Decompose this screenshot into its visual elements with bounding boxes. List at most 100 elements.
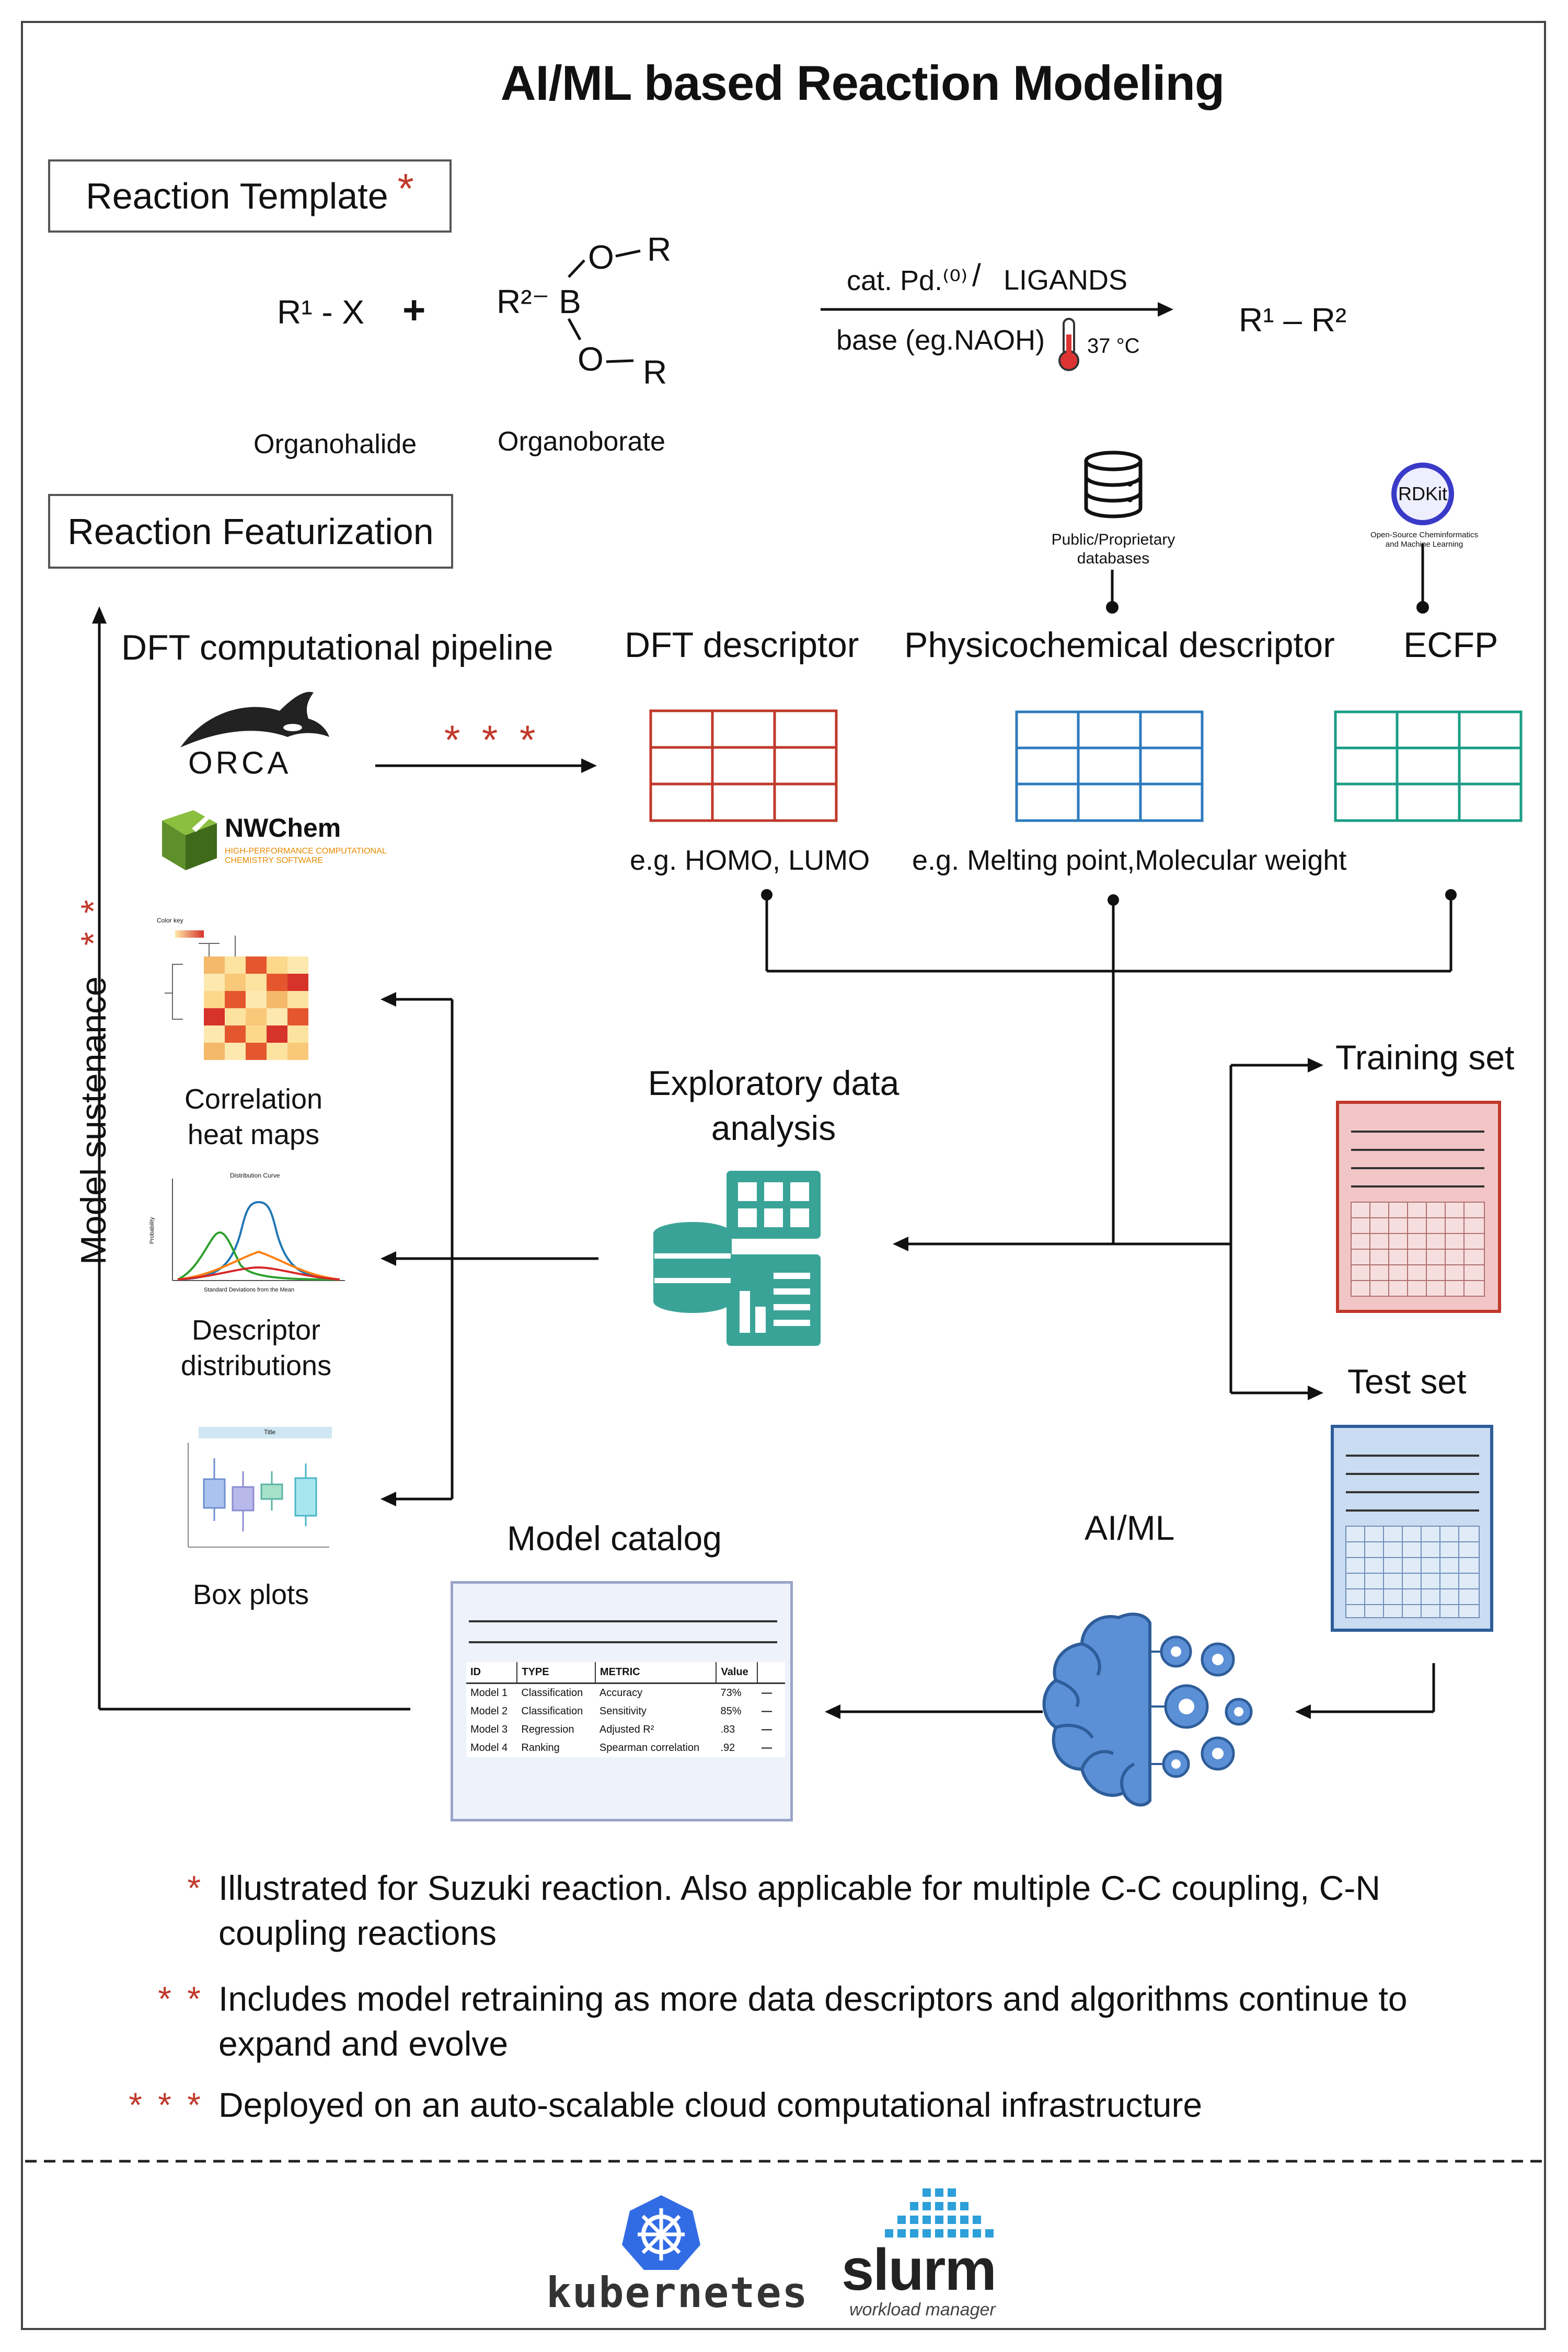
catalog-header-metric: METRIC xyxy=(595,1662,717,1684)
physchem-descriptor-grid xyxy=(1015,710,1204,822)
organohalide-label: Organohalide xyxy=(253,429,417,459)
note-2: * * Includes model retraining as more da… xyxy=(120,1977,1479,2067)
heatmap-key-label: Color key xyxy=(157,917,183,924)
model-catalog-table: ID TYPE METRIC Value Model 1 Classificat… xyxy=(466,1662,785,1757)
catalog-cell: .92 xyxy=(720,1742,735,1754)
reaction-template-text: Reaction Template xyxy=(86,176,388,216)
reaction-template-label: Reaction Template * xyxy=(48,159,452,233)
catalog-header-value: Value xyxy=(716,1662,758,1684)
boron-o-top: O xyxy=(588,238,614,276)
row-dash-icon: — xyxy=(762,1742,772,1754)
table-row[interactable]: Model 2 Classification Sensitivity 85% — xyxy=(466,1702,785,1721)
plus-sign: + xyxy=(402,288,426,332)
boron-r-bottom: R xyxy=(643,353,667,391)
model-sustenance-label: Model sustenance * * xyxy=(73,895,114,1265)
nwchem-caption-line2: CHEMISTRY SOFTWARE xyxy=(225,856,324,866)
dft-example: e.g. HOMO, LUMO xyxy=(630,845,870,876)
ligands-label: LIGANDS xyxy=(1004,264,1128,296)
heatmap-caption-line1: Correlation xyxy=(184,1083,323,1115)
boron-o-bottom: O xyxy=(578,340,604,378)
organoborate-label: Organoborate xyxy=(498,426,665,457)
boron-r2: R²⁻ B xyxy=(497,283,581,320)
model-sustenance-text: Model sustenance xyxy=(74,976,113,1265)
rdkit-caption: Open-Source Cheminformatics and Machine … xyxy=(1364,531,1484,549)
heatmap-caption: Correlation heat maps xyxy=(141,1082,366,1152)
catalog-cell: Classification xyxy=(521,1705,583,1717)
aiml-label: AI/ML xyxy=(1085,1508,1175,1547)
test-set-document-icon xyxy=(1331,1425,1493,1632)
model-catalog-card: ID TYPE METRIC Value Model 1 Classificat… xyxy=(451,1581,793,1821)
table-row[interactable]: Model 3 Regression Adjusted R² .83 — xyxy=(466,1721,785,1739)
nwchem-caption: HIGH-PERFORMANCE COMPUTATIONAL CHEMISTRY… xyxy=(225,847,387,866)
catalog-header-spacer xyxy=(757,1662,785,1684)
database-icon xyxy=(1084,451,1143,518)
note-1-text: Illustrated for Suzuki reaction. Also ap… xyxy=(218,1869,1380,1952)
orca-label: ORCA xyxy=(188,745,292,780)
table-row[interactable]: Model 1 Classification Accuracy 73% — xyxy=(466,1684,785,1703)
distribution-xlabel: Standard Deviations from the Mean xyxy=(204,1287,295,1293)
boxplot-title: Title xyxy=(264,1428,276,1436)
database-caption-line1: Public/Proprietary xyxy=(1051,531,1175,548)
figure-title: AI/ML based Reaction Modeling xyxy=(500,55,1225,110)
training-set-label: Training set xyxy=(1335,1038,1515,1077)
slurm-dots-icon xyxy=(885,2188,994,2238)
base-label: base (eg.NAOH) xyxy=(836,325,1045,356)
row-dash-icon: — xyxy=(762,1687,772,1699)
nwchem-cube-icon xyxy=(162,810,217,870)
reactant-r1x: R¹ - X xyxy=(277,293,365,331)
kubernetes-wordmark: kubernetes xyxy=(546,2268,809,2317)
ecfp-heading: ECFP xyxy=(1403,625,1498,665)
boxplot-thumbnail xyxy=(188,1427,332,1548)
catalog-cell: Sensitivity xyxy=(599,1705,647,1717)
kubernetes-helm-icon xyxy=(622,2195,700,2270)
training-set-document-icon xyxy=(1336,1101,1501,1313)
temperature-label: 37 °C xyxy=(1087,335,1140,358)
catalog-cell: 73% xyxy=(720,1687,742,1699)
product-label: R¹ – R² xyxy=(1239,301,1347,339)
physchem-descriptor-heading: Physicochemical descriptor xyxy=(904,625,1335,665)
catalog-header-row: ID TYPE METRIC Value xyxy=(466,1662,785,1684)
catalog-cell: Model 4 xyxy=(470,1742,508,1754)
note-3: * * * Deployed on an auto-scalable cloud… xyxy=(120,2083,1479,2128)
catalog-cell: Model 3 xyxy=(470,1724,508,1735)
boron-r-top: R xyxy=(647,230,672,268)
note-3-text: Deployed on an auto-scalable cloud compu… xyxy=(218,2085,1203,2124)
note-1: * Illustrated for Suzuki reaction. Also … xyxy=(120,1866,1479,1956)
double-star-marker: * * xyxy=(74,895,113,946)
eda-label-line2: analysis xyxy=(711,1108,836,1147)
test-set-label: Test set xyxy=(1347,1362,1467,1401)
dft-pipeline-heading: DFT computational pipeline xyxy=(121,628,554,667)
model-catalog-label: Model catalog xyxy=(507,1519,722,1558)
ecfp-grid xyxy=(1334,710,1523,822)
distribution-curve-thumbnail xyxy=(172,1179,345,1281)
nwchem-label: NWChem xyxy=(225,813,341,843)
star-marker: * xyxy=(397,165,414,212)
catalog-header-type: TYPE xyxy=(517,1662,596,1684)
eda-label: Exploratory data analysis xyxy=(617,1061,930,1151)
slurm-wordmark: slurm xyxy=(841,2237,997,2302)
distribution-caption-line2: distributions xyxy=(180,1350,332,1381)
table-row[interactable]: Model 4 Ranking Spearman correlation .92… xyxy=(466,1739,785,1757)
dft-descriptor-heading: DFT descriptor xyxy=(625,625,859,665)
reaction-featurization-text: Reaction Featurization xyxy=(67,511,434,552)
catalog-cell: 85% xyxy=(720,1705,742,1717)
catalog-cell: Regression xyxy=(521,1724,574,1735)
database-caption: Public/Proprietary databases xyxy=(1009,531,1218,568)
slurm-subtitle: workload manager xyxy=(849,2300,996,2320)
physchem-example: e.g. Melting point,Molecular weight xyxy=(912,845,1347,876)
orca-whale-icon xyxy=(180,691,329,747)
catalog-cell: Spearman correlation xyxy=(599,1742,700,1754)
slash: / xyxy=(972,258,981,293)
thermometer-icon xyxy=(1058,318,1079,371)
row-dash-icon: — xyxy=(762,1705,772,1717)
distribution-caption: Descriptor distributions xyxy=(141,1313,371,1383)
eda-label-line1: Exploratory data xyxy=(648,1064,900,1102)
note-3-stars: * * * xyxy=(129,2085,204,2124)
note-1-stars: * xyxy=(187,1869,204,1907)
data-analysis-icon xyxy=(653,1171,821,1346)
distribution-ylabel: Probability xyxy=(149,1217,155,1244)
catalog-cell: Adjusted R² xyxy=(599,1724,654,1735)
database-caption-line2: databases xyxy=(1077,550,1150,567)
row-dash-icon: — xyxy=(762,1724,772,1735)
